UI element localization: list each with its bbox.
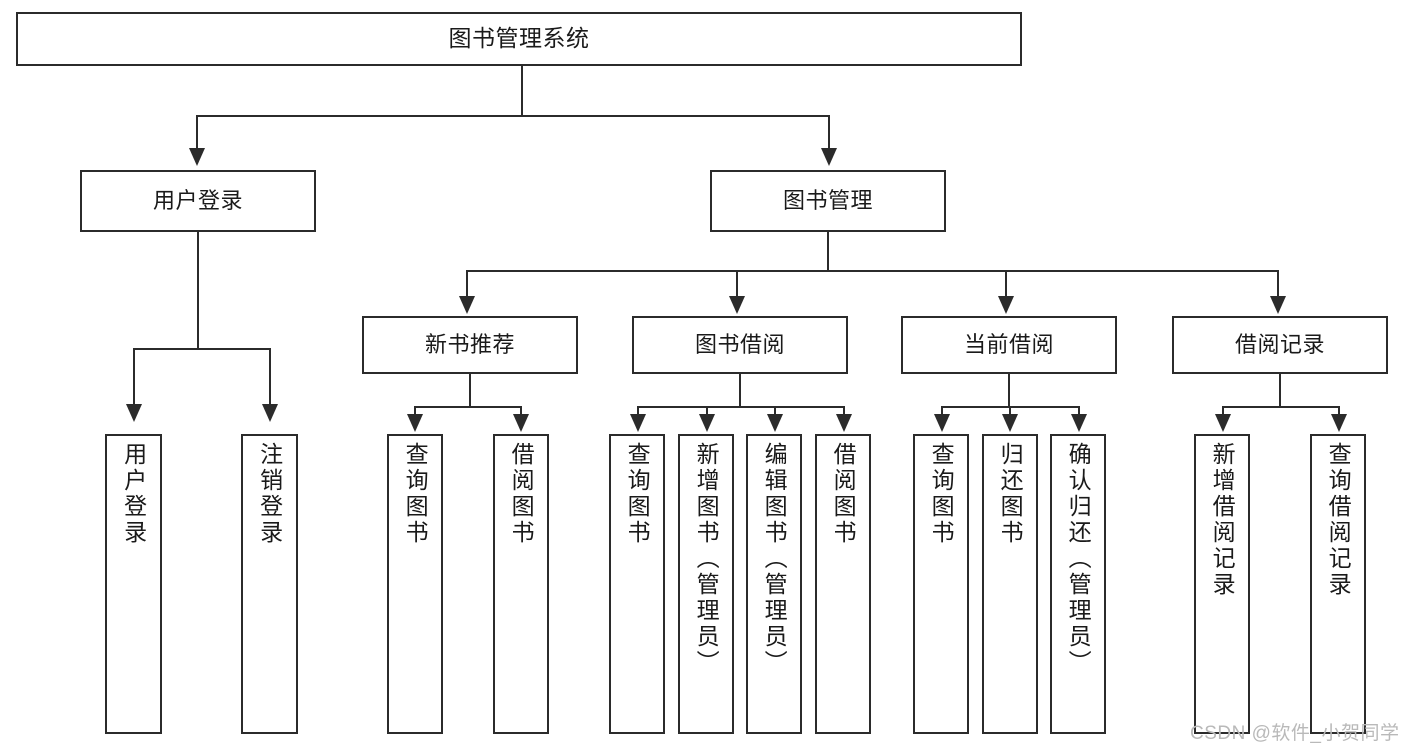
- arrow-bb-add: [699, 414, 715, 432]
- connector-drop-leaf-logout: [269, 348, 271, 406]
- leaf-bb-borrow-book[interactable]: 借阅图书: [815, 434, 871, 734]
- leaf-cb-confirm-return-admin[interactable]: 确认归还（管理员）: [1050, 434, 1106, 734]
- node-label: 新书推荐: [424, 332, 515, 358]
- arrow-current-borrow: [998, 296, 1014, 314]
- arrow-cb-confirm: [1071, 414, 1087, 432]
- node-label: 确认归还（管理员）: [1065, 442, 1092, 676]
- leaf-cb-return-book[interactable]: 归还图书: [982, 434, 1038, 734]
- connector-drop-bb-query: [637, 406, 639, 420]
- connector-drop-nb-query: [414, 406, 416, 420]
- node-label: 图书借阅: [694, 332, 785, 358]
- node-book-management[interactable]: 图书管理: [710, 170, 946, 232]
- connector-level2-bar: [196, 115, 830, 117]
- node-label: 查询图书: [624, 442, 651, 546]
- node-label: 借阅图书: [508, 442, 535, 546]
- leaf-bb-add-book-admin[interactable]: 新增图书（管理员）: [678, 434, 734, 734]
- leaf-logout[interactable]: 注销登录: [241, 434, 298, 734]
- arrow-cb-return: [1002, 414, 1018, 432]
- node-label: 借阅记录: [1234, 332, 1325, 358]
- node-label: 查询图书: [402, 442, 429, 546]
- node-new-book-recommend[interactable]: 新书推荐: [362, 316, 578, 374]
- leaf-bb-edit-book-admin[interactable]: 编辑图书（管理员）: [746, 434, 802, 734]
- connector-drop-cb-return: [1009, 406, 1011, 420]
- arrow-leaf-logout: [262, 404, 278, 422]
- node-label: 查询借阅记录: [1325, 442, 1352, 598]
- node-label: 当前借阅: [963, 332, 1054, 358]
- connector-drop-user-login: [196, 115, 198, 150]
- node-label: 用户登录: [152, 188, 243, 214]
- node-user-login[interactable]: 用户登录: [80, 170, 316, 232]
- arrow-user-login: [189, 148, 205, 166]
- csdn-watermark: CSDN @软件_小贺同学: [1190, 723, 1400, 744]
- connector-drop-bb-add: [706, 406, 708, 420]
- node-label: 借阅图书: [830, 442, 857, 546]
- connector-drop-book-borrow: [736, 270, 738, 298]
- leaf-user-login[interactable]: 用户登录: [105, 434, 162, 734]
- connector-book-manage-stem: [827, 232, 829, 272]
- node-label: 图书管理系统: [448, 25, 590, 52]
- node-label: 图书管理: [782, 188, 873, 214]
- node-root-system[interactable]: 图书管理系统: [16, 12, 1022, 66]
- connector-drop-current-borrow: [1005, 270, 1007, 298]
- connector-drop-book-manage: [828, 115, 830, 150]
- connector-root-stem: [521, 66, 523, 115]
- connector-drop-bb-borrow: [843, 406, 845, 420]
- leaf-nb-query-book[interactable]: 查询图书: [387, 434, 443, 734]
- connector-drop-cb-query: [941, 406, 943, 420]
- connector-user-login-bar: [133, 348, 270, 350]
- arrow-bb-edit: [767, 414, 783, 432]
- connector-drop-bb-edit: [774, 406, 776, 420]
- connector-new-book-bar: [414, 406, 520, 408]
- node-label: 编辑图书（管理员）: [761, 442, 788, 676]
- arrow-leaf-user-login: [126, 404, 142, 422]
- node-label: 新增借阅记录: [1209, 442, 1236, 598]
- connector-drop-new-book: [466, 270, 468, 298]
- connector-book-borrow-stem: [739, 374, 741, 408]
- node-label: 查询图书: [928, 442, 955, 546]
- arrow-new-book: [459, 296, 475, 314]
- arrow-borrow-record: [1270, 296, 1286, 314]
- node-label: 归还图书: [997, 442, 1024, 546]
- connector-new-book-stem: [469, 374, 471, 408]
- leaf-cb-query-book[interactable]: 查询图书: [913, 434, 969, 734]
- arrow-bb-query: [630, 414, 646, 432]
- connector-borrow-record-bar: [1222, 406, 1338, 408]
- connector-current-borrow-stem: [1008, 374, 1010, 408]
- arrow-nb-query: [407, 414, 423, 432]
- connector-drop-cb-confirm: [1078, 406, 1080, 420]
- arrow-cb-query: [934, 414, 950, 432]
- node-label: 用户登录: [120, 442, 147, 546]
- leaf-bb-query-book[interactable]: 查询图书: [609, 434, 665, 734]
- connector-drop-br-query: [1338, 406, 1340, 420]
- node-label: 新增图书（管理员）: [693, 442, 720, 676]
- leaf-br-query-record[interactable]: 查询借阅记录: [1310, 434, 1366, 734]
- leaf-br-add-record[interactable]: 新增借阅记录: [1194, 434, 1250, 734]
- arrow-book-manage: [821, 148, 837, 166]
- connector-level3-bar: [466, 270, 1278, 272]
- arrow-br-add: [1215, 414, 1231, 432]
- node-current-borrow[interactable]: 当前借阅: [901, 316, 1117, 374]
- connector-borrow-record-stem: [1279, 374, 1281, 408]
- arrow-br-query: [1331, 414, 1347, 432]
- connector-user-login-stem: [197, 232, 199, 350]
- node-label: 注销登录: [256, 442, 283, 546]
- connector-drop-br-add: [1222, 406, 1224, 420]
- connector-drop-nb-borrow: [520, 406, 522, 420]
- arrow-book-borrow: [729, 296, 745, 314]
- connector-drop-borrow-record: [1277, 270, 1279, 298]
- node-borrow-record[interactable]: 借阅记录: [1172, 316, 1388, 374]
- connector-book-borrow-bar: [637, 406, 843, 408]
- arrow-nb-borrow: [513, 414, 529, 432]
- connector-drop-leaf-user-login: [133, 348, 135, 406]
- arrow-bb-borrow: [836, 414, 852, 432]
- leaf-nb-borrow-book[interactable]: 借阅图书: [493, 434, 549, 734]
- node-book-borrow[interactable]: 图书借阅: [632, 316, 848, 374]
